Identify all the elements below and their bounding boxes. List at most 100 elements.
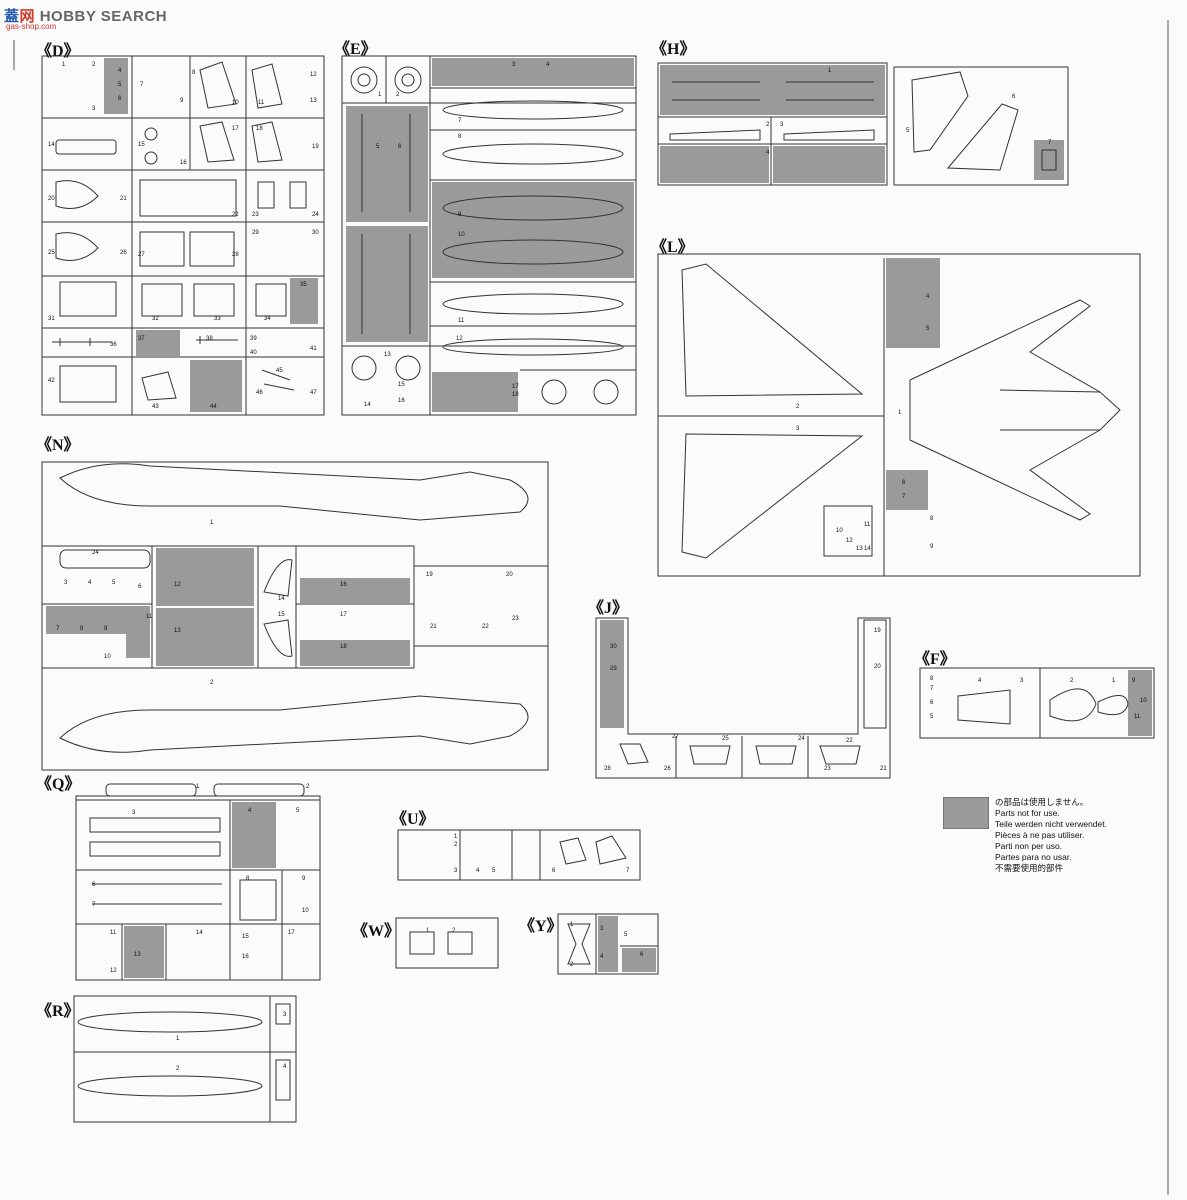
part-number-n-7: 7	[56, 626, 60, 632]
part-number-y-1: 1	[570, 922, 574, 928]
part-number-d-35: 35	[300, 282, 307, 288]
watermark-logo: 蓋网 HOBBY SEARCH	[4, 5, 167, 26]
part-number-f-11: 11	[1134, 714, 1141, 720]
part-number-d-29: 29	[252, 230, 259, 236]
part-number-j-20: 20	[874, 664, 881, 670]
part-number-e-11: 11	[458, 318, 465, 324]
part-number-l-3: 3	[796, 426, 800, 432]
part-number-f-10: 10	[1140, 698, 1147, 704]
part-number-e-7: 7	[458, 118, 462, 124]
part-number-e-16: 16	[398, 398, 405, 404]
part-number-u-5: 5	[492, 868, 496, 874]
part-number-q-9: 9	[302, 876, 306, 882]
part-number-n-12: 12	[174, 582, 181, 588]
section-label-h: 《H》	[651, 41, 696, 58]
part-number-d-16: 16	[180, 160, 187, 166]
part-number-j-19: 19	[874, 628, 881, 634]
part-number-d-40: 40	[250, 350, 257, 356]
part-number-n-17: 17	[340, 612, 347, 618]
part-number-d-21: 21	[120, 196, 127, 202]
part-number-e-6: 6	[398, 144, 402, 150]
sprue-e	[341, 55, 637, 416]
part-number-d-32: 32	[152, 316, 159, 322]
part-number-f-5: 5	[930, 714, 934, 720]
part-number-d-8: 8	[192, 70, 196, 76]
section-label-u: 《U》	[391, 811, 435, 828]
part-number-f-6: 6	[930, 700, 934, 706]
part-number-q-13: 13	[134, 952, 141, 958]
section-label-f: 《F》	[914, 651, 956, 668]
part-number-n-5: 5	[112, 580, 116, 586]
part-number-d-22: 22	[232, 212, 239, 218]
part-number-e-12: 12	[456, 336, 463, 342]
part-number-e-14: 14	[364, 402, 371, 408]
part-number-d-18: 18	[256, 126, 263, 132]
part-number-n-8: 8	[80, 626, 84, 632]
part-number-f-3: 3	[1020, 678, 1024, 684]
part-number-e-4: 4	[546, 62, 550, 68]
part-number-n-2: 2	[210, 680, 214, 686]
part-number-q-7: 7	[92, 902, 96, 908]
part-number-j-26: 26	[664, 766, 671, 772]
part-number-d-4: 4	[118, 68, 122, 74]
part-number-h-2: 2	[766, 122, 770, 128]
part-number-f-1: 1	[1112, 678, 1116, 684]
legend-line: Partes para no usar.	[995, 852, 1072, 862]
part-number-h-4: 4	[766, 150, 770, 156]
part-number-n-14: 14	[278, 596, 285, 602]
part-number-f-9: 9	[1132, 678, 1136, 684]
part-number-l-7: 7	[902, 494, 906, 500]
part-number-q-11: 11	[110, 930, 117, 936]
part-number-n-16: 16	[340, 582, 347, 588]
part-number-l-1: 1	[898, 410, 902, 416]
part-number-l-2: 2	[796, 404, 800, 410]
part-number-j-21: 21	[880, 766, 887, 772]
section-label-y: 《Y》	[519, 918, 563, 935]
sprue-h	[657, 62, 1069, 186]
legend-line: Teile werden nicht verwendet.	[995, 819, 1107, 829]
part-number-n-22: 22	[482, 624, 489, 630]
part-number-n-24: 24	[92, 550, 99, 556]
sprue-l	[657, 253, 1141, 577]
sprue-q	[75, 783, 321, 981]
legend-swatch	[943, 797, 989, 829]
sprue-n	[41, 461, 549, 771]
part-number-q-17: 17	[288, 930, 295, 936]
part-number-d-3: 3	[92, 106, 96, 112]
part-number-j-22: 22	[846, 738, 853, 744]
part-number-e-15: 15	[398, 382, 405, 388]
part-number-y-4: 4	[600, 954, 604, 960]
part-number-n-11: 11	[146, 614, 153, 620]
part-number-d-33: 33	[214, 316, 221, 322]
part-number-d-46: 46	[256, 390, 263, 396]
part-number-l-10: 10	[836, 528, 843, 534]
part-number-y-5: 5	[624, 932, 628, 938]
part-number-r-2: 2	[176, 1066, 180, 1072]
part-number-r-4: 4	[283, 1064, 287, 1070]
part-number-y-3: 3	[600, 926, 604, 932]
part-number-d-11: 11	[258, 100, 265, 106]
part-number-d-43: 43	[152, 404, 159, 410]
part-number-n-23: 23	[512, 616, 519, 622]
part-number-n-6: 6	[138, 584, 142, 590]
part-number-q-1: 1	[196, 784, 200, 790]
part-number-n-15: 15	[278, 612, 285, 618]
part-number-d-14: 14	[48, 142, 55, 148]
part-number-e-1: 1	[378, 92, 382, 98]
part-number-n-20: 20	[506, 572, 513, 578]
part-number-h-1: 1	[828, 68, 832, 74]
watermark-url: gas-shop.com	[6, 22, 57, 31]
part-number-j-23: 23	[824, 766, 831, 772]
part-number-e-8: 8	[458, 134, 462, 140]
part-number-d-25: 25	[48, 250, 55, 256]
section-label-r: 《R》	[36, 1003, 80, 1020]
part-number-d-17: 17	[232, 126, 239, 132]
section-label-w: 《W》	[352, 923, 401, 940]
part-number-d-27: 27	[138, 252, 145, 258]
part-number-q-2: 2	[306, 784, 310, 790]
part-number-h-7: 7	[1048, 140, 1052, 146]
part-number-j-29: 29	[610, 666, 617, 672]
part-number-f-7: 7	[930, 686, 934, 692]
part-number-h-3: 3	[780, 122, 784, 128]
part-number-u-2: 2	[454, 842, 458, 848]
